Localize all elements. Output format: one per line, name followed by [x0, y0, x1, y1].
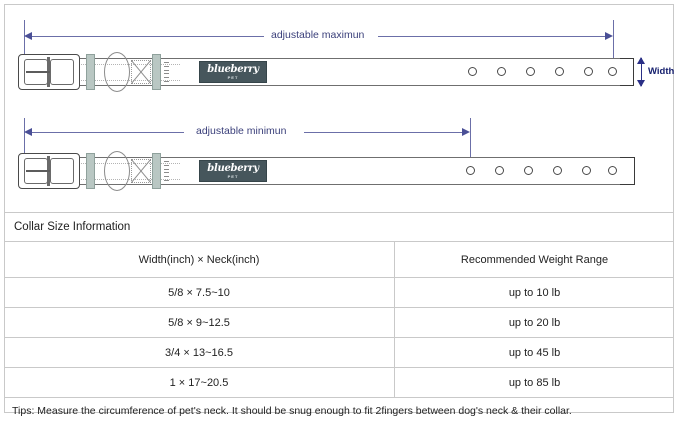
- top-hole-3: [526, 67, 535, 76]
- bottom-hole-5: [582, 166, 591, 175]
- cell-size: 5/8 × 9~12.5: [4, 308, 395, 337]
- bottom-buckle-inner-right: [50, 158, 74, 184]
- collar-diagram: adjustable maximun: [18, 20, 675, 191]
- bottom-ladder-marks: [164, 161, 169, 181]
- table-title: Collar Size Information: [14, 221, 131, 233]
- table-header-size: Width(inch) × Neck(inch): [4, 242, 395, 277]
- bottom-dimension-line-left: [32, 132, 184, 133]
- bottom-hole-3: [524, 166, 533, 175]
- table-row: 1 × 17~20.5 up to 85 lb: [4, 367, 674, 397]
- cell-size: 5/8 × 7.5~10: [4, 278, 395, 307]
- width-label: Width: [648, 66, 675, 77]
- top-buckle-prong: [26, 71, 50, 73]
- table-row: 3/4 × 13~16.5 up to 45 lb: [4, 337, 674, 367]
- bottom-keeper-loop-1: [86, 153, 95, 189]
- bottom-left-extension-line: [24, 118, 25, 160]
- table-title-row: Collar Size Information: [4, 212, 674, 241]
- bottom-brand-logo: blueberry PET: [199, 160, 267, 182]
- top-hole-1: [468, 67, 477, 76]
- top-hole-5: [584, 67, 593, 76]
- top-left-extension-line: [24, 20, 25, 62]
- top-buckle-inner-right: [50, 59, 74, 85]
- bottom-right-extension-line: [470, 118, 471, 180]
- cell-weight: up to 20 lb: [508, 316, 561, 329]
- logo-brand-name: blueberry: [207, 162, 259, 174]
- table-header-row: Width(inch) × Neck(inch) Recommended Wei…: [4, 241, 674, 277]
- bottom-dimension-arrow-left: [24, 128, 32, 136]
- logo-brand-sub: PET: [227, 173, 239, 179]
- bottom-keeper-loop-2: [152, 153, 161, 189]
- top-dimension-label: adjustable maximun: [271, 29, 365, 41]
- x-cross-icon: [131, 60, 151, 84]
- cell-weight: up to 45 lb: [508, 346, 561, 359]
- top-hole-6: [608, 67, 617, 76]
- cell-weight: up to 85 lb: [508, 376, 561, 389]
- cell-weight: up to 10 lb: [508, 286, 561, 299]
- top-hole-2: [497, 67, 506, 76]
- bottom-x-stitch-patch: [131, 159, 151, 183]
- top-d-ring: [104, 52, 130, 92]
- width-dimension-line: [641, 58, 642, 86]
- table-tips: Tips: Measure the circumference of pet's…: [4, 397, 674, 424]
- x-cross-icon: [131, 159, 151, 183]
- bottom-hole-6: [608, 166, 617, 175]
- top-dimension-line-right: [378, 36, 605, 37]
- top-right-extension-line: [613, 20, 614, 80]
- bottom-dimension-label: adjustable minimun: [196, 125, 287, 137]
- bottom-dimension-arrow-right: [462, 128, 470, 136]
- bottom-dimension-line-right: [304, 132, 462, 133]
- logo-brand-sub: PET: [227, 74, 239, 80]
- top-dimension-arrow-left: [24, 32, 32, 40]
- bottom-hole-2: [495, 166, 504, 175]
- width-arrow-up: [637, 57, 645, 64]
- logo-brand-name: blueberry: [207, 63, 259, 75]
- bottom-d-ring: [104, 151, 130, 191]
- table-row: 5/8 × 7.5~10 up to 10 lb: [4, 277, 674, 307]
- top-x-stitch-patch: [131, 60, 151, 84]
- cell-size: 3/4 × 13~16.5: [4, 338, 395, 367]
- top-brand-logo: blueberry PET: [199, 61, 267, 83]
- top-dimension-arrow-right: [605, 32, 613, 40]
- top-dimension-line-left: [32, 36, 264, 37]
- top-hole-4: [555, 67, 564, 76]
- collar-size-table: Collar Size Information Width(inch) × Ne…: [4, 212, 674, 424]
- cell-size: 1 × 17~20.5: [4, 368, 395, 397]
- top-keeper-loop-1: [86, 54, 95, 90]
- table-row: 5/8 × 9~12.5 up to 20 lb: [4, 307, 674, 337]
- top-ladder-marks: [164, 62, 169, 82]
- top-keeper-loop-2: [152, 54, 161, 90]
- bottom-hole-4: [553, 166, 562, 175]
- bottom-hole-1: [466, 166, 475, 175]
- table-header-weight: Recommended Weight Range: [460, 253, 609, 266]
- width-arrow-down: [637, 80, 645, 87]
- bottom-buckle-prong: [26, 170, 50, 172]
